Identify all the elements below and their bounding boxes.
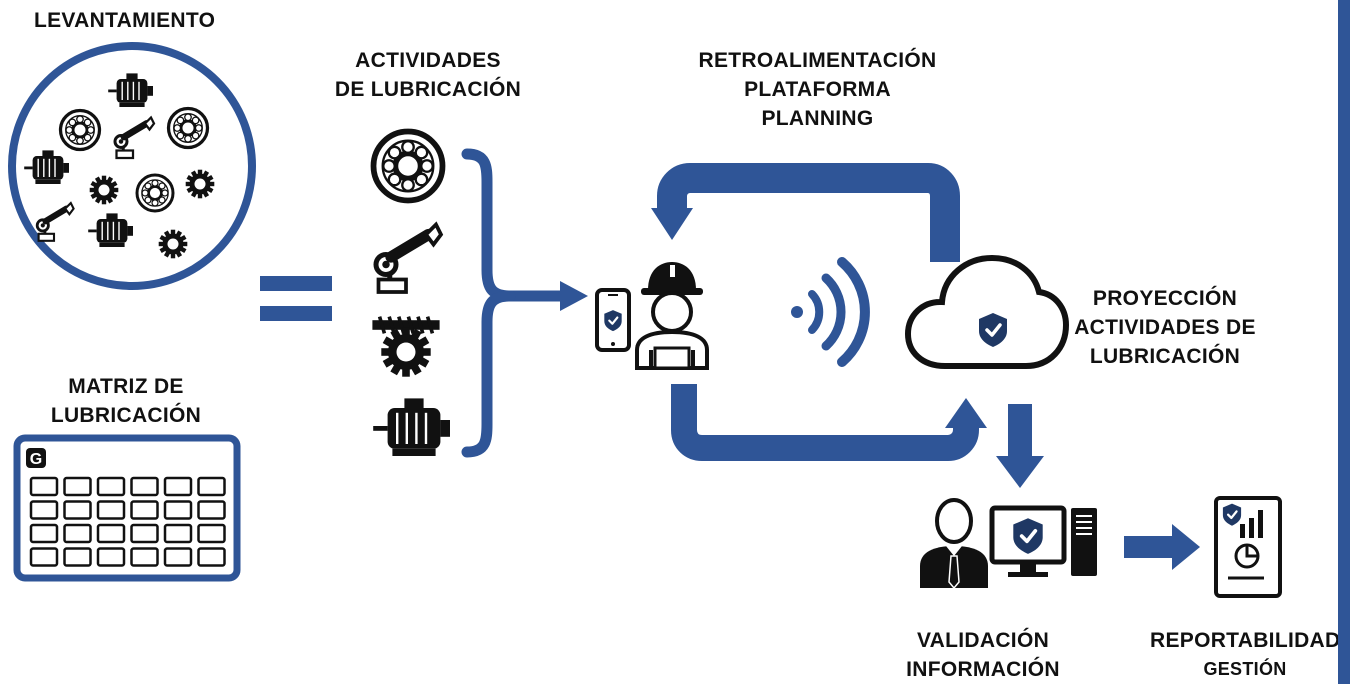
matrix-grid	[29, 476, 226, 567]
matrix-cell	[29, 500, 59, 520]
matrix-cell	[197, 547, 226, 567]
matrix-cell	[130, 523, 159, 544]
bearing-icon	[135, 173, 175, 213]
activities-bracket	[461, 148, 566, 458]
matrix-cell	[163, 500, 193, 520]
reportabilidad-label: REPORTABILIDAD GESTIÓN	[1150, 626, 1340, 684]
matrix-cell	[163, 523, 193, 544]
cloud-shield-icon	[904, 254, 1070, 369]
retroalimentacion-label: RETROALIMENTACIÓN PLATAFORMA PLANNING	[690, 46, 945, 133]
proyeccion-line1: PROYECCIÓN	[1092, 287, 1238, 310]
validacion-line2: INFORMACIÓN	[906, 658, 1060, 681]
programadas-arrow	[651, 163, 960, 262]
levantamiento-circle	[8, 42, 256, 290]
matrix-cell	[29, 523, 59, 544]
gear-screw-icon	[370, 314, 442, 377]
actividades-lubricacion-line1: ACTIVIDADES	[355, 49, 501, 72]
proyeccion-line3: LUBRICACIÓN	[1089, 345, 1241, 368]
wireless-signal-icon	[791, 257, 870, 367]
validacion-label: VALIDACIÓN INFORMACIÓN	[893, 626, 1073, 684]
matrix-cell	[29, 476, 59, 497]
worker-icon	[635, 262, 709, 370]
retroalimentacion-line1: RETROALIMENTACIÓN	[698, 49, 937, 72]
bearing-icon	[374, 132, 443, 201]
report-icon	[1214, 496, 1282, 598]
actividades-lubricacion-label: ACTIVIDADES DE LUBRICACIÓN	[328, 46, 528, 104]
right-arrow	[1124, 524, 1200, 570]
matrix-cell	[163, 547, 193, 567]
robot-arm-icon	[376, 225, 441, 293]
matrix-cell	[63, 523, 92, 544]
pc-tower-icon	[1071, 508, 1097, 576]
reportabilidad-line1: REPORTABILIDAD	[1150, 629, 1341, 652]
bearing-icon	[166, 106, 210, 150]
gestion-line: GESTIÓN	[1203, 659, 1287, 679]
matrix-cell	[130, 547, 159, 567]
equals-sign	[260, 276, 332, 321]
matrix-cell	[130, 476, 159, 497]
matrix-cell	[29, 547, 59, 567]
matrix-cell	[197, 476, 226, 497]
down-arrow	[996, 404, 1044, 488]
businessman-icon	[920, 498, 988, 590]
retroalimentacion-line2: PLATAFORMA	[744, 78, 891, 101]
matrix-cell	[197, 523, 226, 544]
matrix-cell	[63, 547, 92, 567]
bearing-icon	[58, 108, 102, 152]
matrix-cell	[163, 476, 193, 497]
matrix-cell	[130, 500, 159, 520]
matriz-line2: LUBRICACIÓN	[50, 404, 202, 427]
matrix-cell	[63, 500, 92, 520]
matriz-line1: MATRIZ DE	[68, 375, 184, 398]
matrix-cell	[96, 523, 126, 544]
right-edge-bar	[1338, 0, 1350, 684]
matrix-logo-letter: G	[30, 451, 42, 468]
smartphone-icon	[595, 288, 631, 352]
matrix-cell	[96, 547, 126, 567]
matrix-cell	[63, 476, 92, 497]
validacion-line1: VALIDACIÓN	[916, 629, 1050, 652]
matrix-cell	[197, 500, 226, 520]
realizadas-arrow	[671, 384, 987, 461]
bracket-arrowhead	[560, 281, 588, 311]
proyeccion-label: PROYECCIÓN ACTIVIDADES DE LUBRICACIÓN	[1070, 284, 1260, 371]
computer-monitor-icon	[989, 505, 1067, 577]
matriz-label: MATRIZ DE LUBRICACIÓN	[36, 372, 216, 430]
retroalimentacion-line3: PLANNING	[761, 107, 874, 130]
matrix-cell	[96, 500, 126, 520]
actividades-lubricacion-line2: DE LUBRICACIÓN	[334, 78, 522, 101]
levantamiento-label: LEVANTAMIENTO	[34, 9, 216, 32]
motor-icon	[372, 397, 452, 458]
proyeccion-line2: ACTIVIDADES DE	[1074, 316, 1256, 339]
matrix-cell	[96, 476, 126, 497]
